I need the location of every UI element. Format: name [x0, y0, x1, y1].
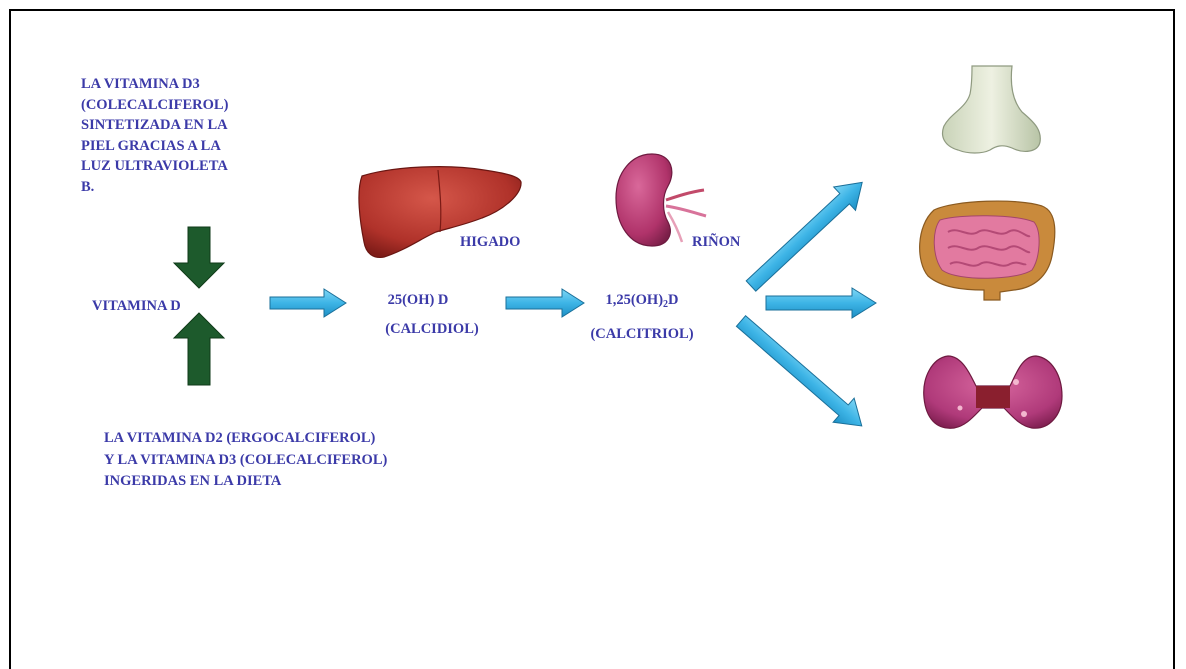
calcitriol-node: 1,25(OH)2D (CALCITRIOL) — [562, 290, 722, 344]
calcitriol-formula-main: 1,25(OH) — [605, 292, 663, 308]
thyroid-icon — [920, 352, 1066, 434]
kidney-label: RIÑON — [692, 232, 740, 253]
calcitriol-formula: 1,25(OH)2D — [562, 290, 722, 316]
diet-source-line: Y LA VITAMINA D3 (COLECALCIFEROL) — [104, 450, 387, 472]
calcidiol-formula: 25(OH) D — [324, 290, 512, 311]
skin-source-line: (COLECALCIFEROL) — [81, 95, 228, 116]
skin-source-line: B. — [81, 177, 228, 198]
arrow-to-intestine — [766, 288, 876, 318]
calcitriol-name: (CALCITRIOL) — [562, 324, 722, 345]
calcitriol-formula-suffix: D — [668, 292, 678, 308]
skin-source-text: LA VITAMINA D3 (COLECALCIFEROL) SINTETIZ… — [81, 74, 228, 197]
skin-source-line: SINTETIZADA EN LA — [81, 115, 228, 136]
vitamin-d-label: VITAMINA D — [92, 296, 181, 317]
skin-source-line: LUZ ULTRAVIOLETA — [81, 156, 228, 177]
diet-source-line: INGERIDAS EN LA DIETA — [104, 471, 387, 493]
arrow-to-thyroid — [731, 309, 873, 438]
diet-source-text: LA VITAMINA D2 (ERGOCALCIFEROL) Y LA VIT… — [104, 428, 387, 493]
calcidiol-name: (CALCIDIOL) — [352, 319, 512, 340]
liver-label: HIGADO — [460, 232, 520, 253]
bone-icon — [938, 64, 1044, 156]
green-arrow-down — [174, 227, 224, 288]
skin-source-line: PIEL GRACIAS A LA — [81, 136, 228, 157]
intestine-icon — [914, 196, 1060, 302]
diet-source-line: LA VITAMINA D2 (ERGOCALCIFEROL) — [104, 428, 387, 450]
calcidiol-node: 25(OH) D (CALCIDIOL) — [352, 290, 512, 339]
green-arrow-up — [174, 313, 224, 385]
arrow-to-bone — [740, 171, 873, 298]
skin-source-line: LA VITAMINA D3 — [81, 74, 228, 95]
